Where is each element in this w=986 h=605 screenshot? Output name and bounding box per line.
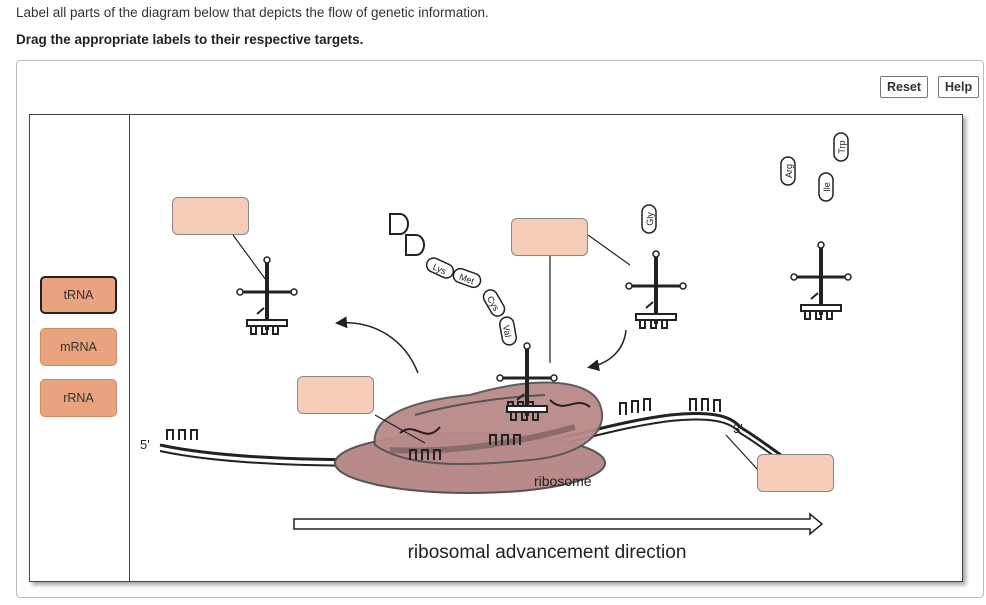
amino-acid-ile: Ile [822,182,832,192]
ribosome: ribosome [334,381,606,494]
instruction-bold-text: Drag the appropriate labels to their res… [16,32,364,47]
three-prime-label: 3' [733,421,743,436]
drop-target-4[interactable] [757,454,834,492]
amino-acid-arg: Arg [784,164,794,178]
ribosome-label: ribosome [534,473,592,489]
drop-target-3[interactable] [297,376,374,414]
amino-acid-trp: Trp [837,140,847,153]
drop-target-1[interactable] [172,197,249,235]
translation-diagram: 5' 3' ribosome Lys [140,132,853,563]
diagram-area: tRNA mRNA rRNA 5' 3' [29,114,963,582]
amino-acid-val: Val [501,324,513,338]
amino-acid-met: Met [458,272,476,287]
direction-label: ribosomal advancement direction [408,542,687,563]
five-prime-label: 5' [140,437,150,452]
reset-button[interactable]: Reset [880,76,929,98]
drop-target-2[interactable] [511,218,588,256]
trna-exit-arrow [335,316,419,374]
polypeptide-chain: Lys Met Cys Val [389,213,517,346]
label-bank: tRNA mRNA rRNA [30,115,130,581]
label-mrna[interactable]: mRNA [40,328,117,366]
label-trna[interactable]: tRNA [40,276,117,314]
advancement-direction-arrow [293,512,824,536]
help-button[interactable]: Help [938,76,980,98]
label-rrna[interactable]: rRNA [40,379,117,417]
trna-entry-arrow [587,329,627,372]
instruction-text: Label all parts of the diagram below tha… [16,5,489,20]
amino-acid-gly: Gly [645,212,655,226]
